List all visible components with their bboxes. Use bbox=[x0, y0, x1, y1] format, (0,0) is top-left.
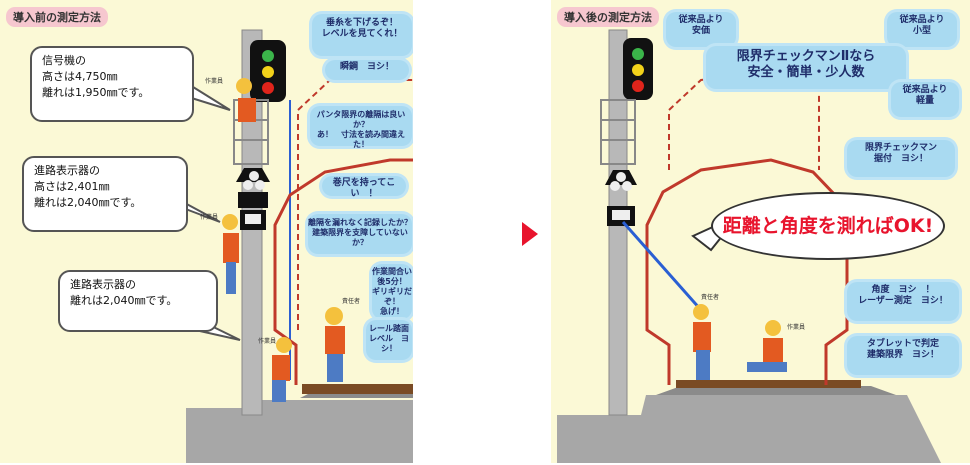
signal-yellow-lamp bbox=[262, 66, 274, 78]
sleeper bbox=[676, 380, 861, 388]
before-panel: 導入前の測定方法 信号機の 高さは4,750㎜ 離れは1,950㎜です。 進路表… bbox=[0, 0, 413, 463]
ladder bbox=[600, 99, 636, 165]
worker-label: 作業員 bbox=[258, 338, 277, 345]
bubble-plumb-line: 垂糸を下げるぞ！レベルを見てくれ！ bbox=[312, 14, 412, 56]
ground-base bbox=[186, 400, 413, 463]
bubble-tape-measure: 巻尺を持ってこい ！ bbox=[322, 176, 406, 199]
bubble-compact: 従来品より小型 bbox=[887, 12, 957, 47]
worker-label: 作業員 bbox=[200, 214, 219, 221]
pantograph-gauge bbox=[297, 79, 413, 330]
route-indicator-height-callout: 進路表示器の 高さは2,401㎜ 離れは2,040㎜です。 bbox=[22, 156, 188, 232]
bubble-angle-laser: 角度 ヨシ ！レーザー測定 ヨシ！ bbox=[847, 282, 959, 321]
worker-label: 作業員 bbox=[787, 324, 806, 331]
worker-label: 責任者 bbox=[342, 298, 361, 305]
bubble-product-headline: 限界チェックマンⅡなら安全・簡単・少人数 bbox=[706, 46, 906, 89]
ground-base bbox=[557, 395, 941, 463]
signal-red-lamp bbox=[262, 82, 274, 94]
bubble-pantograph: パンタ限界の離隔は良いか？あ！ 寸法を読み間違えた！ bbox=[310, 106, 412, 149]
building-gauge bbox=[645, 158, 849, 385]
big-callout-ok: 距離と角度を測ればOK! bbox=[711, 192, 945, 260]
worker-helmet bbox=[236, 78, 252, 94]
signal-height-callout: 信号機の 高さは4,750㎜ 離れは1,950㎜です。 bbox=[30, 46, 194, 122]
bubble-install: 限界チェックマン据付 ヨシ！ bbox=[847, 140, 955, 177]
pantograph-gauge bbox=[668, 68, 820, 170]
bubble-tablet: タブレットで判定建築限界 ヨシ！ bbox=[847, 336, 959, 375]
signal-green-lamp bbox=[262, 50, 274, 62]
bubble-check: 瞬鋼 ヨシ！ bbox=[325, 60, 409, 80]
after-panel: 導入後の測定方法 従来品より安価 従来品より小型 限界チェックマンⅡなら安全・簡… bbox=[551, 0, 970, 463]
bubble-light: 従来品より軽量 bbox=[891, 82, 959, 117]
track-bed bbox=[656, 386, 896, 395]
before-title: 導入前の測定方法 bbox=[6, 7, 108, 27]
worker-label: 責任者 bbox=[701, 294, 720, 301]
bubble-rail-level: レール踏面レベル ヨシ！ bbox=[366, 320, 412, 360]
bubble-record: 離隔を漏れなく記録したか？建築限界を支障していないか？ bbox=[308, 214, 412, 254]
building-gauge bbox=[273, 158, 413, 385]
sleeper bbox=[302, 384, 413, 394]
laser-line bbox=[621, 221, 703, 311]
bubble-hurry: 作業間合い後5分！ギリギリだぞ！急げ！ bbox=[372, 264, 412, 319]
after-scene bbox=[557, 29, 941, 463]
transition-arrow bbox=[522, 222, 538, 246]
before-scene bbox=[167, 29, 413, 463]
bubble-cheap: 従来品より安価 bbox=[666, 12, 736, 47]
route-indicator-distance-callout: 進路表示器の 離れは2,040㎜です。 bbox=[58, 270, 218, 332]
after-title: 導入後の測定方法 bbox=[557, 7, 659, 27]
worker-label: 作業員 bbox=[205, 78, 224, 85]
